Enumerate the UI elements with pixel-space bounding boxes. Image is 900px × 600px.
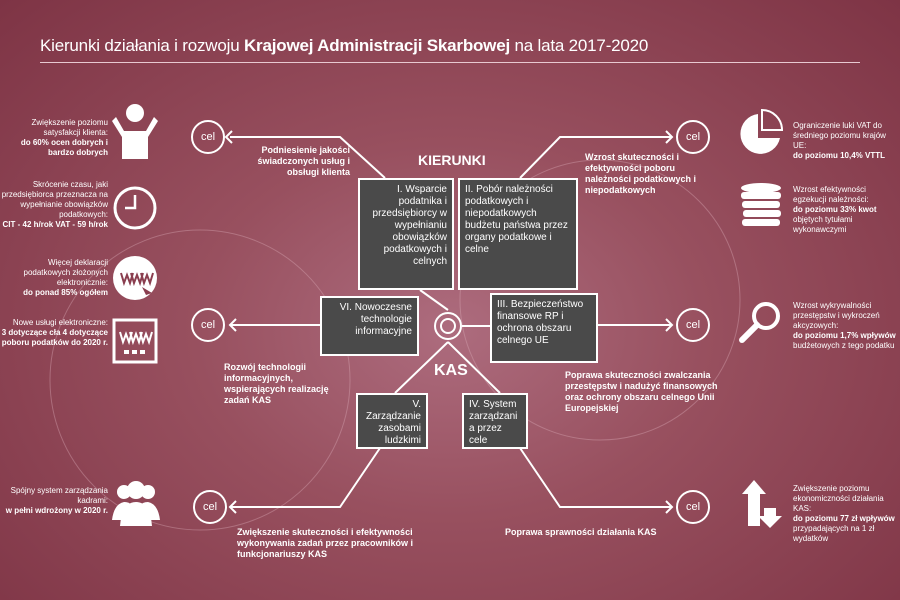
- metric-suffix: budżetowych z tego podatku: [793, 341, 895, 350]
- metric-text: Wzrost wykrywalności przestępstw i wykro…: [793, 301, 880, 330]
- metric-text: Skrócenie czasu, jaki przedsiębiorca prz…: [1, 180, 108, 219]
- metric-text: Nowe usługi elektroniczne:: [12, 318, 108, 327]
- title-prefix: Kierunki działania i rozwoju: [40, 36, 244, 55]
- metric-value: do poziomu 1,7% wpływów: [793, 331, 896, 340]
- box-pobor: II. Pobór należności podatkowych i niepo…: [458, 178, 578, 290]
- title-divider: [40, 62, 860, 63]
- box-technologie: VI. Nowoczesne technologie informacyjne: [320, 296, 419, 356]
- kas-label: KAS: [434, 362, 468, 379]
- cel-circle: cel: [191, 120, 225, 154]
- arrows-icon: [738, 480, 784, 528]
- metric-text: Zwiększenie poziomu satysfakcji klienta:: [31, 118, 108, 137]
- kierunki-label: KIERUNKI: [418, 152, 486, 168]
- title-suffix: na lata 2017-2020: [509, 36, 649, 55]
- cel-circle: cel: [676, 308, 710, 342]
- metric-text: Spójny system zarządzania kadrami:: [10, 486, 108, 505]
- people-icon: [110, 480, 162, 526]
- metric-value: do poziomu 33% kwot: [793, 205, 877, 214]
- cel-circle: cel: [191, 308, 225, 342]
- right-metric: Wzrost efektywności egzekucji należności…: [793, 185, 897, 235]
- box-zasoby: V. Zarządzanie zasobami ludzkimi: [356, 393, 428, 449]
- metric-text: Zwiększenie poziomu ekonomiczności dział…: [793, 484, 884, 513]
- cel-circle: cel: [193, 490, 227, 524]
- left-metric: Nowe usługi elektroniczne:3 dotyczące cł…: [0, 318, 108, 348]
- right-metric: Ograniczenie luki VAT do średniego pozio…: [793, 121, 897, 161]
- metric-text: Wzrost efektywności egzekucji należności…: [793, 185, 869, 204]
- box-system: IV. System zarządzania przez cele: [462, 393, 528, 449]
- person-icon: [112, 104, 158, 159]
- www-circle-icon: [112, 255, 158, 301]
- metric-value: do ponad 85% ogółem: [23, 288, 108, 297]
- title-bold: Krajowej Administracji Skarbowej: [243, 36, 510, 55]
- coins-icon: [738, 182, 784, 228]
- clock-icon: [112, 185, 158, 231]
- right-metric: Wzrost wykrywalności przestępstw i wykro…: [793, 301, 900, 351]
- goal-pobor: Wzrost skuteczności i efektywności pobor…: [585, 152, 697, 195]
- left-metric: Skrócenie czasu, jaki przedsiębiorca prz…: [0, 180, 108, 230]
- metric-value: do poziomu 77 zł wpływów: [793, 514, 895, 523]
- left-metric: Zwiększenie poziomu satysfakcji klienta:…: [0, 118, 108, 158]
- magnifier-icon: [738, 300, 784, 346]
- right-metric: Zwiększenie poziomu ekonomiczności dział…: [793, 484, 900, 544]
- goal-jakosc: Podniesienie jakości świadczonych usług …: [257, 145, 350, 177]
- goal-sprawnosc: Poprawa sprawności działania KAS: [505, 527, 657, 537]
- metric-value: w pełni wdrożony w 2020 r.: [5, 506, 108, 515]
- metric-text: Ograniczenie luki VAT do średniego pozio…: [793, 121, 886, 150]
- metric-value: CIT - 42 h/rok VAT - 59 h/rok: [2, 220, 109, 229]
- metric-value: 3 dotyczące cła 4 dotyczące poboru podat…: [1, 328, 108, 347]
- metric-text: Więcej deklaracji podatkowych złożonych …: [23, 258, 109, 287]
- cel-circle: cel: [676, 490, 710, 524]
- metric-suffix: przypadających na 1 zł wydatków: [793, 524, 875, 543]
- left-metric: Spójny system zarządzania kadrami:w pełn…: [0, 486, 108, 516]
- goal-zwalczanie: Poprawa skuteczności zwalczania przestęp…: [565, 370, 718, 413]
- pie-chart-icon: [738, 108, 784, 154]
- left-metric: Więcej deklaracji podatkowych złożonych …: [0, 258, 108, 298]
- cel-circle: cel: [676, 120, 710, 154]
- metric-value: do 60% ocen dobrych i bardzo dobrych: [20, 138, 108, 157]
- metric-suffix: objętych tytułami wykonawczymi: [793, 215, 853, 234]
- box-bezpieczenstwo: III. Bezpieczeństwo finansowe RP i ochro…: [490, 293, 598, 363]
- page-title: Kierunki działania i rozwoju Krajowej Ad…: [40, 36, 648, 56]
- box-wsparcie: I. Wsparcie podatnika i przedsiębiorcy w…: [358, 178, 454, 290]
- www-window-icon: [112, 318, 158, 364]
- metric-value: do poziomu 10,4% VTTL: [793, 151, 886, 160]
- goal-technologie: Rozwój technologii informacyjnych, wspie…: [224, 362, 329, 405]
- goal-pracownicy: Zwiększenie skuteczności i efektywności …: [237, 527, 414, 559]
